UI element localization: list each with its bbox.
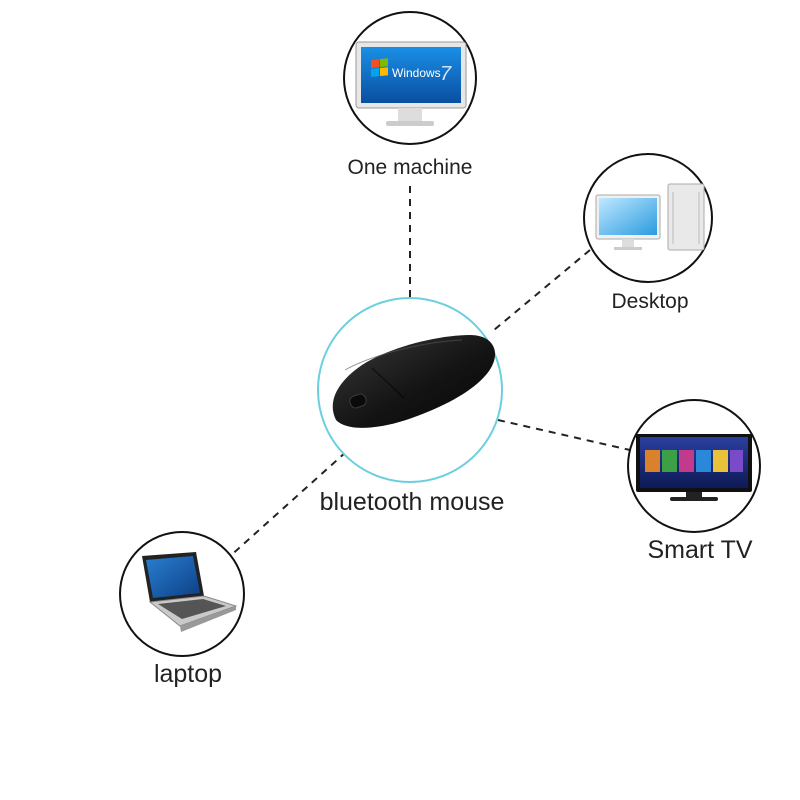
device-label-smart-tv: Smart TV — [647, 536, 753, 564]
laptop-icon — [142, 552, 238, 632]
device-smart-tv — [627, 399, 761, 533]
device-laptop — [119, 531, 245, 657]
device-label-one-machine: One machine — [347, 156, 473, 179]
center-node — [317, 297, 503, 483]
windows-logo-icon — [371, 58, 388, 77]
connector-smart-tv — [497, 419, 631, 451]
screen-os-badge: 7 — [440, 63, 452, 85]
device-label-laptop: laptop — [153, 660, 223, 688]
device-desktop — [583, 153, 713, 283]
monitor-icon: Windows 7 — [355, 41, 467, 126]
device-label-desktop: Desktop — [611, 290, 689, 313]
mouse-icon — [332, 335, 496, 428]
connector-desktop — [493, 249, 591, 331]
tv-icon — [636, 434, 752, 501]
connector-laptop — [227, 451, 347, 559]
connector-lines — [227, 186, 631, 559]
desktop-icon — [595, 183, 705, 251]
device-one-machine: Windows 7 — [343, 11, 477, 145]
screen-os-text: Windows — [392, 66, 441, 80]
center-label: bluetooth mouse — [319, 488, 505, 516]
